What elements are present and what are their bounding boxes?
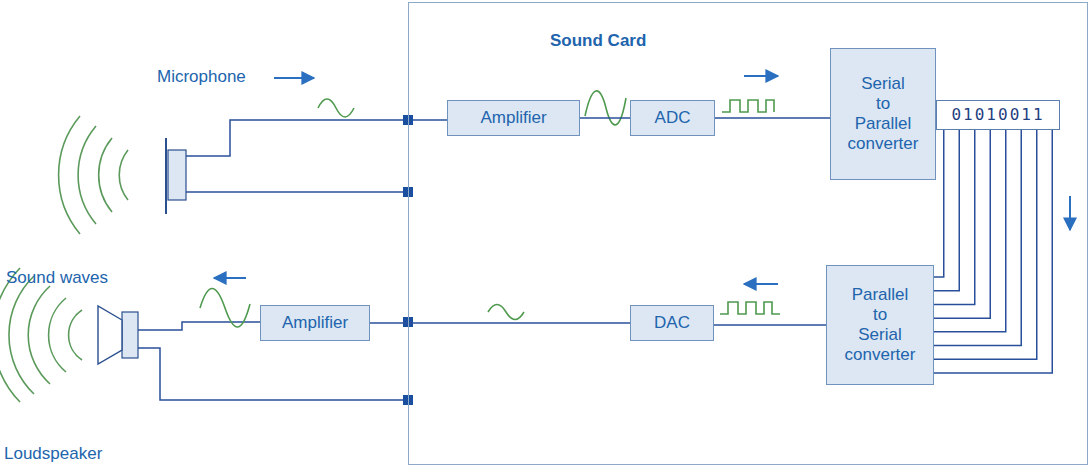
data-bus-line [934,130,1006,332]
converter-box: ADC [630,100,715,136]
box-label: Amplifier [282,313,348,333]
card-title: Sound Card [550,31,646,51]
data-bus-line [934,130,959,291]
signal-wire [370,322,630,324]
converter-box: DAC [630,305,714,341]
part-name: Sound waves [6,268,108,288]
data-bus-line [934,130,990,318]
box-label: Serial to Parallel converter [839,74,927,154]
signal-wave [200,91,626,327]
data-bus-line [934,130,1021,346]
box-label: Amplifier [480,108,546,128]
part-name: Microphone [157,67,246,87]
binary-word-box: 01010011 [936,100,1060,130]
direction-arrow [214,76,1070,284]
amplifier-box: Amplifier [447,100,580,136]
sound-card-housing: Sound CardAmplifier ADC Serial to Parallel… [408,2,1088,465]
signal-wire [715,117,830,119]
box-label: Parallel to Serial converter [836,285,924,365]
converter-box: Serial to Parallel converter [830,48,936,180]
box-label: DAC [654,313,690,333]
signal-wire [580,117,630,119]
binary-value: 01010011 [951,105,1044,125]
part-name: Loudspeaker [4,444,102,464]
converter-box: Parallel to Serial converter [826,265,934,385]
data-bus-line [934,130,1037,359]
signal-wire [714,324,826,326]
data-bus-line [934,130,1052,373]
sound-waves [0,268,82,402]
sound-waves [59,116,128,234]
box-label: ADC [655,108,691,128]
loudspeaker-symbol [98,306,138,364]
data-bus-line [934,130,975,304]
digital-pulse [720,100,780,314]
microphone-symbol [166,138,186,214]
amplifier-box: Amplifier [260,305,370,341]
